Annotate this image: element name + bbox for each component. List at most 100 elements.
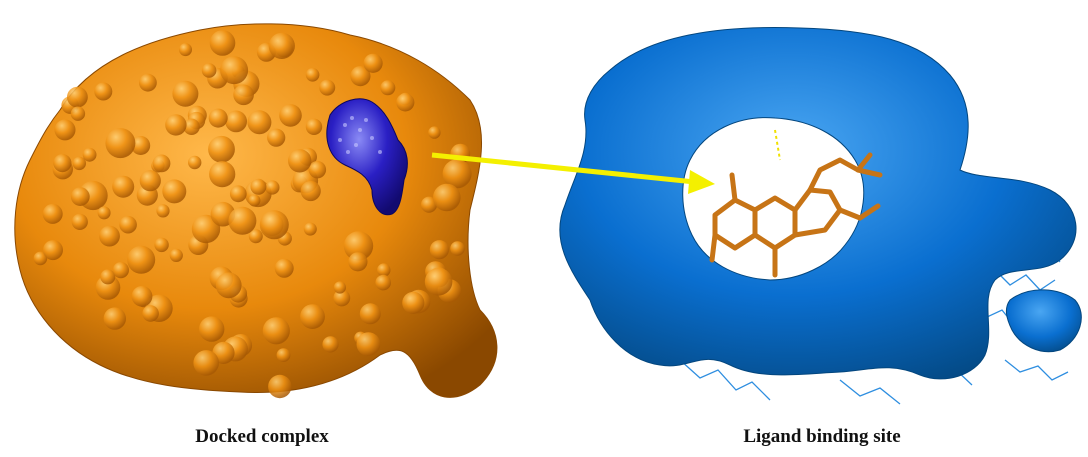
surface-bump <box>247 110 272 135</box>
surface-bump <box>363 53 383 73</box>
surface-bump <box>380 80 396 96</box>
surface-bump <box>262 317 290 345</box>
ligand-in-pocket <box>326 98 408 216</box>
surface-bump <box>229 185 247 203</box>
surface-bump <box>308 161 327 179</box>
surface-bump <box>402 291 425 314</box>
surface-bump <box>420 196 438 213</box>
surface-bump <box>220 56 249 85</box>
surface-bump <box>303 222 317 236</box>
surface-bump <box>350 66 371 87</box>
protein-surface-render <box>14 23 498 399</box>
surface-bump <box>165 114 187 136</box>
surface-bump <box>105 128 136 159</box>
surface-bump <box>100 269 116 285</box>
surface-bump <box>305 118 323 135</box>
binding-site-image <box>540 0 1088 425</box>
surface-bumps <box>33 30 472 399</box>
surface-bump <box>248 229 263 244</box>
surface-bump <box>99 225 120 247</box>
surface-bump <box>139 170 161 192</box>
surface-bump <box>188 155 202 170</box>
surface-bump <box>172 80 199 107</box>
surface-bump <box>162 179 187 204</box>
surface-bump <box>268 374 292 399</box>
surface-bump <box>396 93 415 112</box>
surface-bump <box>300 304 325 329</box>
surface-bump <box>259 210 289 240</box>
surface-bump <box>72 156 87 171</box>
surface-bump <box>248 194 261 207</box>
surface-bump <box>191 214 221 244</box>
surface-bump <box>228 206 257 235</box>
surface-bump <box>333 289 351 307</box>
surface-bump <box>450 241 465 256</box>
surface-bump <box>131 285 153 307</box>
surface-bump <box>152 154 171 173</box>
surface-bump <box>208 108 228 128</box>
surface-bump <box>300 180 321 202</box>
caption-ligand-binding-site: Ligand binding site <box>743 426 901 447</box>
surface-bump <box>268 32 295 60</box>
surface-bump <box>265 180 280 195</box>
surface-bump <box>142 305 159 322</box>
surface-bump <box>169 248 183 262</box>
binding-pocket-surface <box>559 27 1077 380</box>
surface-bump <box>428 126 441 139</box>
surface-bump <box>233 84 254 106</box>
surface-bump <box>319 79 336 96</box>
surface-bump <box>375 274 392 291</box>
surface-bump <box>70 106 86 121</box>
surface-bump <box>119 215 137 234</box>
surface-bump <box>43 240 63 261</box>
surface-bump <box>42 203 63 224</box>
surface-bump <box>154 237 169 253</box>
surface-bump <box>201 63 217 78</box>
surface-bump <box>53 154 72 173</box>
surface-bump <box>71 213 88 230</box>
surface-bump <box>209 161 236 188</box>
surface-bump <box>209 30 236 56</box>
surface-bump <box>179 43 192 57</box>
surface-bump <box>97 206 111 220</box>
surface-bump <box>359 303 381 325</box>
surface-bump <box>199 316 225 342</box>
ligand-sticks <box>709 152 883 278</box>
surface-bump <box>112 262 129 279</box>
surface-bump <box>333 281 346 294</box>
surface-bump <box>67 86 88 108</box>
surface-bump <box>322 336 339 353</box>
surface-bump <box>103 307 127 330</box>
surface-bump <box>54 119 76 141</box>
surface-bump <box>279 104 302 127</box>
binding-site-render <box>559 27 1082 405</box>
surface-bump <box>193 350 219 376</box>
caption-docked-complex: Docked complex <box>195 426 329 447</box>
surface-bump <box>250 178 267 195</box>
surface-bump <box>377 263 391 277</box>
ligand-pocket-dots <box>338 116 382 154</box>
surface-bump <box>429 240 449 260</box>
surface-bump <box>424 268 453 296</box>
surface-bump <box>82 147 97 162</box>
surface-bump <box>215 272 242 299</box>
surface-bump <box>139 73 157 92</box>
surface-bump <box>274 258 294 278</box>
surface-bump <box>208 135 235 163</box>
surface-bump <box>70 187 90 207</box>
surface-bump <box>33 251 48 266</box>
surface-bump <box>288 149 312 173</box>
surface-bump <box>183 118 200 135</box>
surface-bump <box>94 82 113 101</box>
surface-bump <box>305 68 320 82</box>
surface-fragment <box>1005 289 1082 353</box>
surface-bump <box>276 348 291 362</box>
surface-bump <box>267 128 286 147</box>
hydrogen-bond <box>774 129 781 161</box>
surface-bump <box>348 252 368 272</box>
surface-bump <box>127 245 156 274</box>
surface-bump <box>131 136 151 155</box>
docked-complex-image <box>0 0 540 425</box>
surface-bump <box>433 183 461 212</box>
surface-bump <box>156 204 170 218</box>
